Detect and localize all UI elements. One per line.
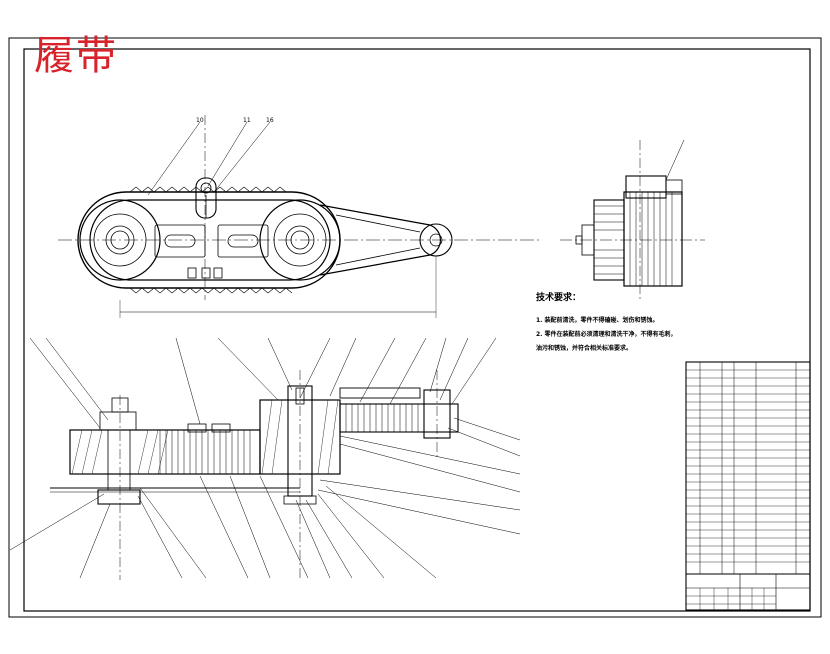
side-view [560, 139, 705, 300]
technical-requirements: 技术要求： 1. 装配前清洗，零件不得磕碰、划伤和锈蚀。 2. 零件在装配前必须… [536, 290, 706, 357]
svg-text:16: 16 [266, 117, 274, 124]
drawing-title-stamp: 履带 [34, 33, 118, 79]
notes-heading: 技术要求： [536, 293, 582, 303]
title-block [685, 361, 811, 611]
notes-line-1: 1. 装配前清洗，零件不得磕碰、划伤和锈蚀。 [536, 317, 659, 324]
section-view [9, 337, 521, 580]
notes-line-2: 2. 零件在装配前必须清理和清洗干净，不得有毛刺， [536, 331, 677, 338]
svg-text:11: 11 [243, 117, 251, 124]
svg-text:10: 10 [196, 117, 204, 124]
sheet-border-outer [8, 37, 822, 618]
sheet-border-inner [23, 48, 811, 612]
notes-line-3: 油污和锈蚀，并符合相关标准要求。 [536, 345, 633, 352]
front-view: 10 11 16 [58, 115, 540, 318]
